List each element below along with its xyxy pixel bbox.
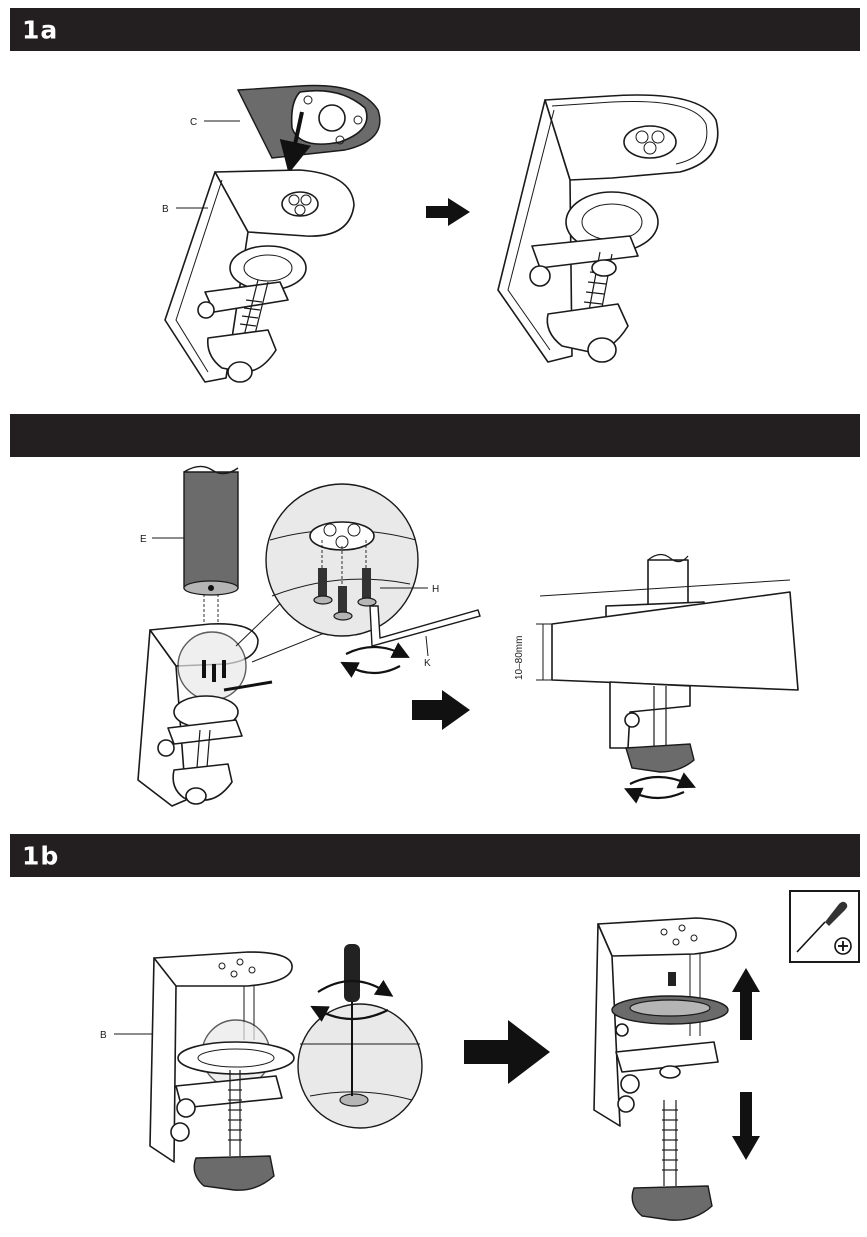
arrow-down-icon: [732, 1092, 760, 1160]
section-label: 1b: [22, 841, 60, 870]
arrow-up-icon: [732, 968, 760, 1040]
clamp-assembly-after: [497, 94, 719, 363]
section-header-blank: [10, 414, 860, 457]
arrow-right-icon: [412, 690, 470, 730]
callout-c: C: [190, 117, 197, 128]
callout-h: H: [432, 584, 439, 595]
arrow-right-icon: [464, 1020, 550, 1084]
rotate-icon: [340, 642, 410, 678]
callout-b: B: [162, 204, 169, 215]
screwdriver-phillips-icon: [796, 901, 852, 955]
callout-thickness: 10–80mm: [514, 636, 525, 680]
clamp-base-front: [149, 951, 295, 1191]
callout-e: E: [140, 534, 147, 545]
callout-b-bottom: B: [100, 1030, 107, 1041]
clamp-with-pole: [137, 623, 273, 807]
desk-mount-installed: [536, 553, 799, 804]
arrow-right-icon: [426, 198, 470, 226]
callout-k: K: [424, 658, 431, 669]
zoom-detail-screws: [265, 483, 419, 637]
clamp-assembly-before: [164, 84, 381, 383]
clamp-exploded: [593, 917, 737, 1221]
section-label: 1a: [22, 15, 59, 44]
section-header-1b: 1b: [10, 834, 860, 877]
pole-e: [183, 465, 239, 640]
zoom-detail-screwdriver: [297, 944, 423, 1129]
tool-box: [789, 890, 860, 963]
section-header-1a: 1a: [10, 8, 860, 51]
